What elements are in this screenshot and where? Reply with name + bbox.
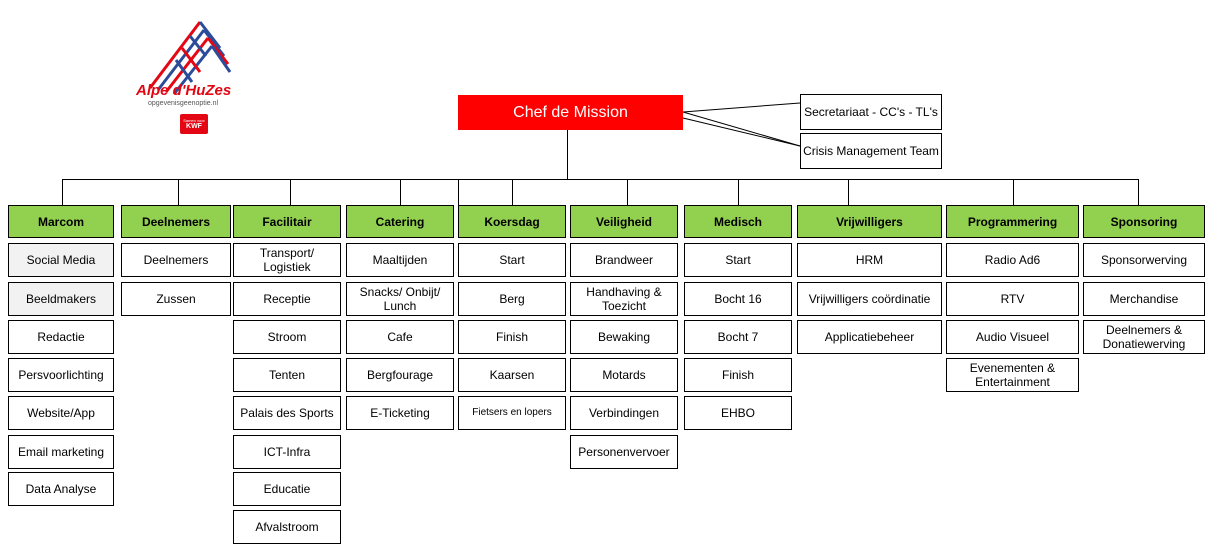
dept-item: E-Ticketing <box>346 396 454 430</box>
dept-item: Vrijwilligers coördinatie <box>797 282 942 316</box>
dept-header-facilitair: Facilitair <box>233 205 341 238</box>
drop-connector-line <box>848 179 849 205</box>
dept-item: Bewaking <box>570 320 678 354</box>
dept-item: Cafe <box>346 320 454 354</box>
dept-item: Start <box>458 243 566 277</box>
kwf-badge-label: KWF <box>186 123 202 130</box>
dept-item: Radio Ad6 <box>946 243 1079 277</box>
dept-item: Verbindingen <box>570 396 678 430</box>
dept-item: Deelnemers <box>121 243 231 277</box>
dept-header-catering: Catering <box>346 205 454 238</box>
dept-header-veiligheid: Veiligheid <box>570 205 678 238</box>
dept-item: Redactie <box>8 320 114 354</box>
dept-item: Tenten <box>233 358 341 392</box>
dept-header-sponsoring: Sponsoring <box>1083 205 1205 238</box>
dept-item: Afvalstroom <box>233 510 341 544</box>
drop-connector-line <box>1138 179 1139 205</box>
dept-item: Kaarsen <box>458 358 566 392</box>
dept-item: EHBO <box>684 396 792 430</box>
secretariaat-box: Secretariaat - CC's - TL's <box>800 94 942 130</box>
dept-item: Persvoorlichting <box>8 358 114 392</box>
dept-header-medisch: Medisch <box>684 205 792 238</box>
dept-item: Applicatiebeheer <box>797 320 942 354</box>
connector-line <box>567 130 568 180</box>
crisis-management-team-box: Crisis Management Team <box>800 133 942 169</box>
dept-item: Motards <box>570 358 678 392</box>
drop-connector-line <box>512 179 513 205</box>
dept-item: Bocht 7 <box>684 320 792 354</box>
dept-item: Website/App <box>8 396 114 430</box>
drop-connector-line <box>400 179 401 205</box>
dept-item: Fietsers en lopers <box>458 396 566 430</box>
chef-de-mission-box: Chef de Mission <box>458 95 683 130</box>
dept-item: Educatie <box>233 472 341 506</box>
dept-item: Maaltijden <box>346 243 454 277</box>
dept-header-marcom: Marcom <box>8 205 114 238</box>
dept-item: Bocht 16 <box>684 282 792 316</box>
dept-item: Social Media <box>8 243 114 277</box>
mountain-logo-icon <box>148 21 232 95</box>
dept-item: Finish <box>458 320 566 354</box>
dept-item: Handhaving & Toezicht <box>570 282 678 316</box>
kwf-badge-caption: Samen voor <box>183 118 205 123</box>
dept-item: RTV <box>946 282 1079 316</box>
alpe-dhuzes-logo: Alpe d'HuZes opgevenisgeenoptie.nl Samen… <box>130 8 250 138</box>
dept-item: Transport/ Logistiek <box>233 243 341 277</box>
dept-item: Finish <box>684 358 792 392</box>
dept-item: Email marketing <box>8 435 114 469</box>
drop-connector-line <box>738 179 739 205</box>
dept-item: ICT-Infra <box>233 435 341 469</box>
logo-subtitle: opgevenisgeenoptie.nl <box>148 100 219 107</box>
dept-item: Zussen <box>121 282 231 316</box>
dept-item: Data Analyse <box>8 472 114 506</box>
connector-line <box>62 179 1138 180</box>
drop-connector-line <box>290 179 291 205</box>
dept-item: Palais des Sports <box>233 396 341 430</box>
drop-connector-line <box>458 179 459 205</box>
dept-item: Evenementen & Entertainment <box>946 358 1079 392</box>
dept-item: HRM <box>797 243 942 277</box>
dept-item: Personenvervoer <box>570 435 678 469</box>
dept-item: Start <box>684 243 792 277</box>
drop-connector-line <box>62 179 63 205</box>
logo-title: Alpe d'HuZes <box>136 82 232 99</box>
dept-header-koersdag: Koersdag <box>458 205 566 238</box>
dept-item: Brandweer <box>570 243 678 277</box>
dept-item: Snacks/ Onbijt/ Lunch <box>346 282 454 316</box>
dept-item: Bergfourage <box>346 358 454 392</box>
dept-item: Beeldmakers <box>8 282 114 316</box>
dept-item: Audio Visueel <box>946 320 1079 354</box>
dept-item: Sponsorwerving <box>1083 243 1205 277</box>
drop-connector-line <box>627 179 628 205</box>
dept-header-deelnemers: Deelnemers <box>121 205 231 238</box>
dept-header-programmering: Programmering <box>946 205 1079 238</box>
drop-connector-line <box>178 179 179 205</box>
dept-item: Receptie <box>233 282 341 316</box>
dept-item: Deelnemers & Donatiewerving <box>1083 320 1205 354</box>
kwf-badge: Samen voor KWF <box>180 114 208 134</box>
drop-connector-line <box>1013 179 1014 205</box>
dept-header-vrijwilligers: Vrijwilligers <box>797 205 942 238</box>
dept-item: Merchandise <box>1083 282 1205 316</box>
dept-item: Berg <box>458 282 566 316</box>
dept-item: Stroom <box>233 320 341 354</box>
